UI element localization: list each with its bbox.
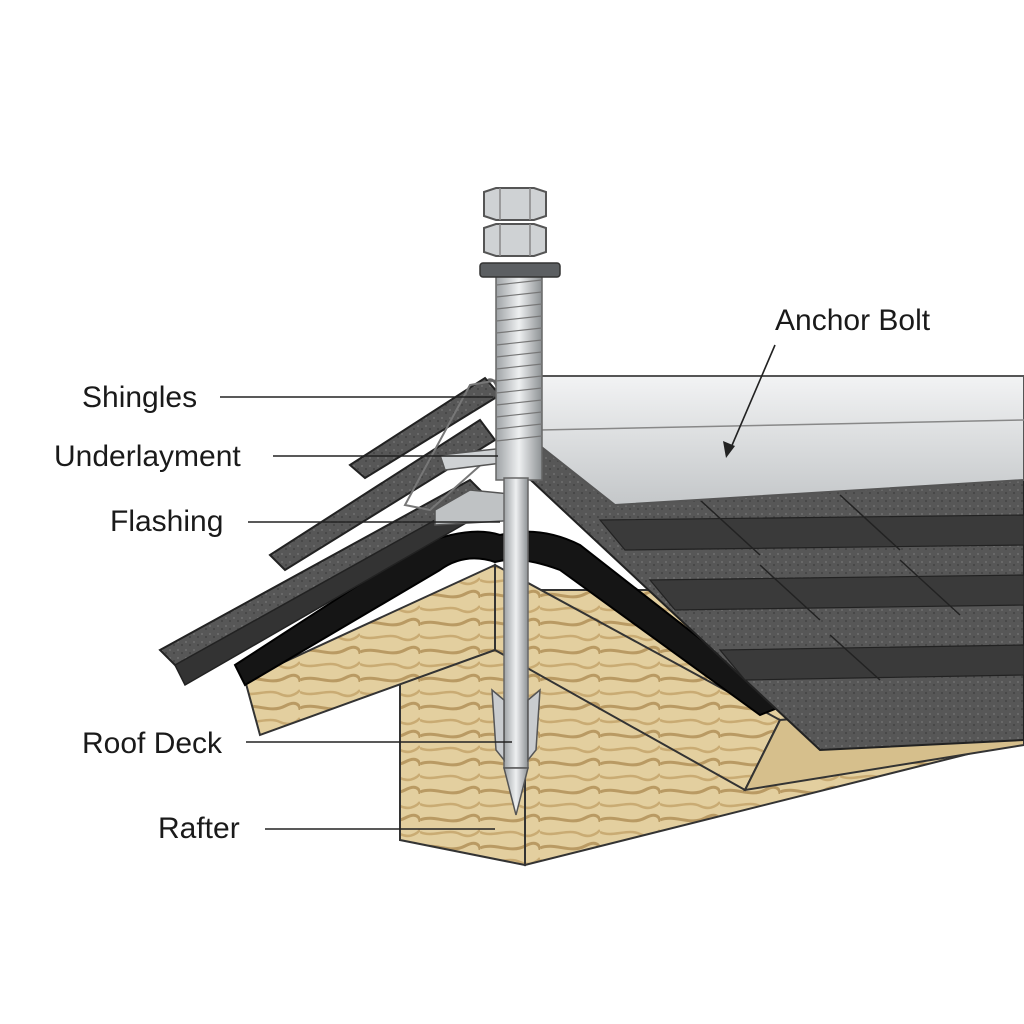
leader-anchor-bolt-arrowhead [723, 441, 735, 458]
label-anchor-bolt: Anchor Bolt [775, 304, 931, 337]
label-flashing: Flashing [110, 505, 223, 538]
label-rafter: Rafter [158, 812, 240, 845]
label-underlayment: Underlayment [54, 440, 241, 473]
shingles-right [519, 439, 1024, 752]
label-shingles: Shingles [82, 381, 197, 414]
shingles-left [158, 376, 502, 687]
leader-anchor-bolt [729, 344, 776, 451]
anchor-bolt-body [479, 187, 561, 816]
label-roof-deck: Roof Deck [82, 727, 223, 760]
